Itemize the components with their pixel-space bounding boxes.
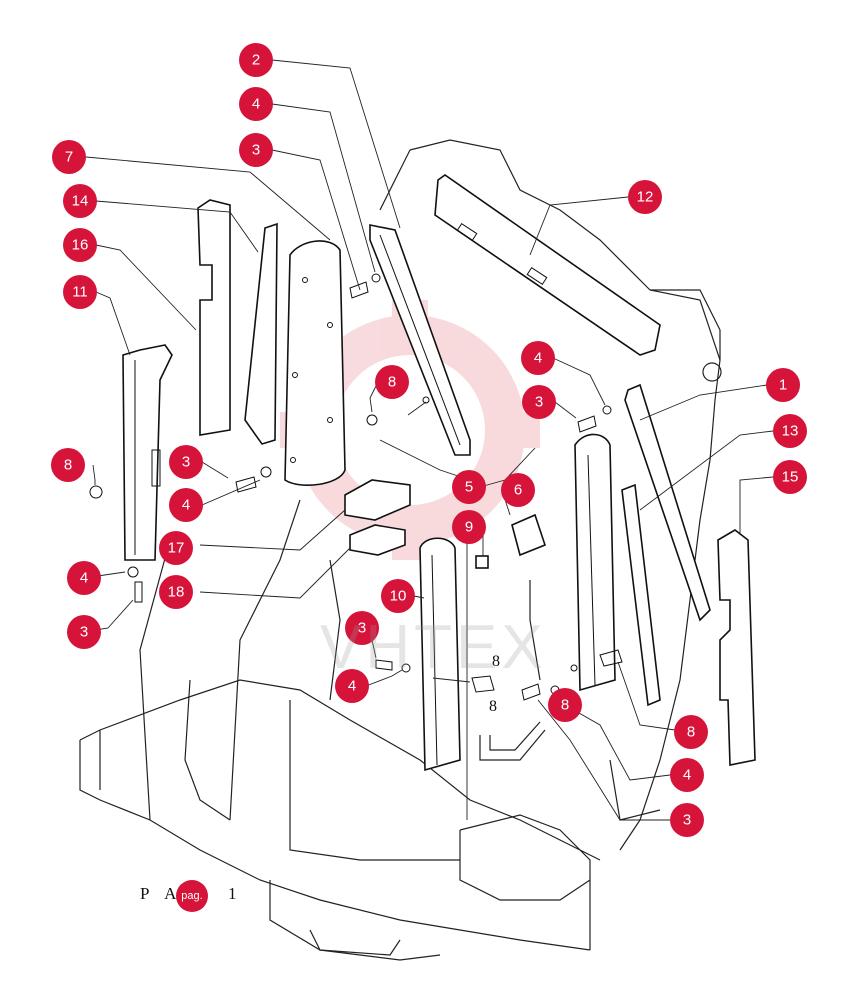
svg-text:4: 4 xyxy=(534,350,542,367)
svg-text:4: 4 xyxy=(182,497,190,514)
svg-text:3: 3 xyxy=(358,620,366,637)
svg-text:9: 9 xyxy=(465,519,473,536)
svg-text:17: 17 xyxy=(168,540,185,557)
callout-badge: 8 xyxy=(674,715,708,749)
part-1-rail xyxy=(624,383,711,622)
stray-label: 8 xyxy=(492,653,500,670)
part-15-notched-panel xyxy=(717,529,756,766)
fasteners xyxy=(89,273,623,701)
svg-text:8: 8 xyxy=(561,697,569,714)
callout-badge: 4 xyxy=(521,341,555,375)
part-10-channel xyxy=(419,537,461,772)
part-17-pad xyxy=(344,479,411,521)
right-upright-channel xyxy=(574,433,616,692)
callout-badge: 12 xyxy=(628,180,662,214)
part-7-curved-panel xyxy=(284,240,346,486)
callout-badge: 3 xyxy=(67,615,101,649)
callout-badge: 5 xyxy=(452,470,486,504)
callout-badge: 3 xyxy=(670,803,704,837)
callout-badge: 16 xyxy=(63,228,97,262)
part-12-bar xyxy=(434,174,661,356)
callout-badge: 15 xyxy=(773,460,807,494)
svg-text:12: 12 xyxy=(637,189,654,206)
callout-badge: 4 xyxy=(670,758,704,792)
callout-badge: 8 xyxy=(548,688,582,722)
callout-badge: 3 xyxy=(345,611,379,645)
callout-badge: 9 xyxy=(452,510,486,544)
svg-text:3: 3 xyxy=(182,454,190,471)
cab-frame-outline xyxy=(79,139,722,961)
callout-badge: 11 xyxy=(63,275,97,309)
leader-lines xyxy=(83,59,774,821)
callout-badge: 7 xyxy=(52,140,86,174)
svg-text:7: 7 xyxy=(65,149,73,166)
part-18-pad xyxy=(349,524,406,556)
svg-text:6: 6 xyxy=(514,482,522,499)
page-reference-prefix: P A xyxy=(140,884,183,903)
svg-text:8: 8 xyxy=(388,374,396,391)
svg-text:4: 4 xyxy=(348,678,356,695)
callout-badge: 8 xyxy=(375,365,409,399)
svg-text:15: 15 xyxy=(782,469,799,486)
svg-text:5: 5 xyxy=(465,479,473,496)
part-14-strip xyxy=(244,222,278,445)
svg-text:8: 8 xyxy=(64,457,72,474)
callout-badge: 14 xyxy=(63,184,97,218)
callout-badge: 18 xyxy=(159,575,193,609)
svg-text:10: 10 xyxy=(390,588,407,605)
callout-badge: 13 xyxy=(773,414,807,448)
svg-text:18: 18 xyxy=(168,584,185,601)
callout-badge: 3 xyxy=(169,445,203,479)
callout-badge: 4 xyxy=(239,87,273,121)
callout-badge: 4 xyxy=(335,669,369,703)
svg-text:4: 4 xyxy=(252,96,260,113)
callout-badge: 4 xyxy=(67,561,101,595)
stray-label: 8 xyxy=(489,698,497,715)
part-11-channel xyxy=(122,344,173,561)
callout-badge: 1 xyxy=(766,368,800,402)
callout-badge: 6 xyxy=(501,473,535,507)
svg-text:3: 3 xyxy=(683,812,691,829)
svg-text:3: 3 xyxy=(535,394,543,411)
callout-badge: 8 xyxy=(51,448,85,482)
svg-text:3: 3 xyxy=(252,142,260,159)
watermark: VHTEX xyxy=(320,613,547,682)
svg-text:4: 4 xyxy=(80,570,88,587)
svg-text:13: 13 xyxy=(782,423,799,440)
page-reference-number: 1 xyxy=(228,884,237,903)
part-6-bracket xyxy=(511,513,546,557)
callout-badge: 10 xyxy=(381,579,415,613)
callout-badge: 2 xyxy=(239,43,273,77)
callout-badge: 3 xyxy=(522,385,556,419)
callout-badge: 17 xyxy=(159,531,193,565)
svg-text:2: 2 xyxy=(252,52,260,69)
svg-text:4: 4 xyxy=(683,767,691,784)
svg-text:1: 1 xyxy=(779,377,787,394)
callout-badge: 3 xyxy=(239,133,273,167)
svg-text:8: 8 xyxy=(687,724,695,741)
part-13-strip xyxy=(621,483,661,707)
svg-text:3: 3 xyxy=(80,624,88,641)
svg-text:11: 11 xyxy=(72,284,88,301)
callout-badge: 4 xyxy=(169,488,203,522)
part-16-notched-panel xyxy=(197,199,231,436)
svg-text:14: 14 xyxy=(72,193,89,210)
callout-badges: 2 4 7 3 12 14 16 11 8 4 1 3 13 8 3 15 5 … xyxy=(51,43,807,837)
part-2-rail xyxy=(369,224,471,456)
page-reference-badge[interactable]: pag. xyxy=(176,880,208,912)
svg-text:16: 16 xyxy=(72,237,89,254)
part-9-block xyxy=(475,555,489,569)
